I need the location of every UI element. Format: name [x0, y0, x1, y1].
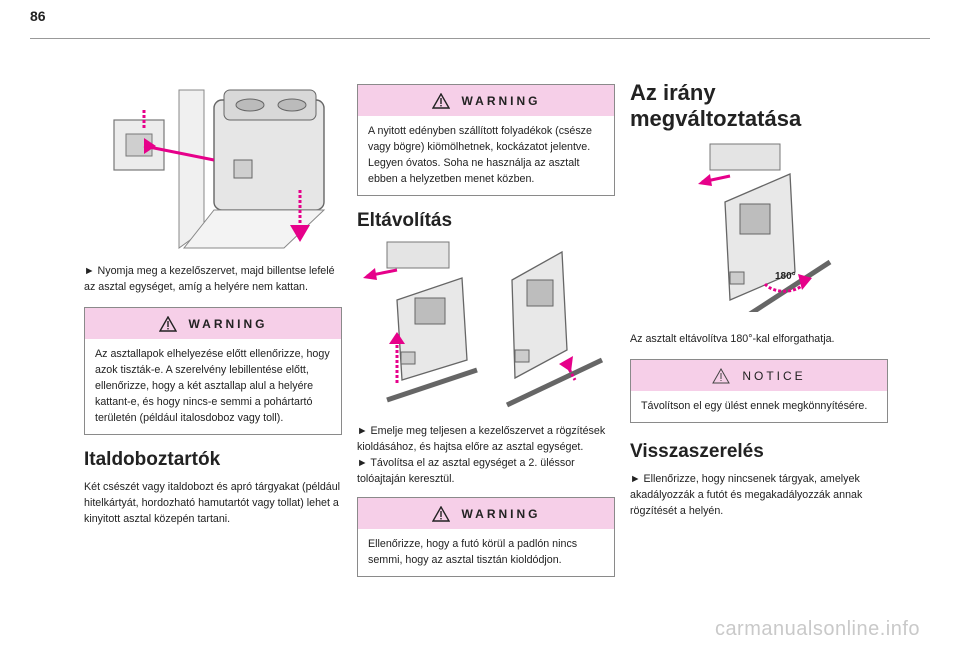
- page-number: 86: [30, 8, 46, 24]
- warning-icon: [431, 92, 450, 109]
- step-text: ► Ellenőrizze, hogy nincsenek tárgyak, a…: [630, 473, 863, 518]
- section-heading: Visszaszerelés: [630, 441, 764, 463]
- section-heading: Italdoboztartók: [84, 449, 221, 471]
- table-rotation-illustration: 180°: [698, 143, 832, 317]
- notice-text: Távolítson el egy ülést ennek megkönnyít…: [641, 400, 868, 413]
- watermark: carmanualsonline.info: [714, 618, 920, 640]
- notice-box: NOTICE Távolítson el egy ülést ennek meg…: [630, 359, 888, 424]
- section-heading: Az irány megváltoztatása: [630, 80, 802, 131]
- arrow-icon: [363, 268, 377, 281]
- caption-text: Az asztalt eltávolítva 180°-kal elforgat…: [630, 333, 835, 345]
- step-text: ► Távolítsa el az asztal egységet a 2. ü…: [357, 457, 575, 486]
- header-rule: [30, 38, 930, 39]
- table-removal-illustration: [363, 241, 604, 408]
- notice-title: NOTICE: [742, 368, 806, 383]
- warning-title: WARNING: [461, 506, 541, 521]
- warning-text: A nyitott edényben szállított folyadékok…: [368, 125, 592, 186]
- step-text: ► Emelje meg teljesen a kezelőszervet a …: [357, 425, 606, 454]
- warning-box: WARNING Az asztallapok elhelyezése előtt…: [84, 307, 342, 436]
- arrow-icon: [698, 174, 712, 186]
- step-text: ► Nyomja meg a kezelőszervet, majd bille…: [84, 265, 335, 294]
- warning-box: WARNING Ellenőrizze, hogy a futó körül a…: [357, 497, 615, 578]
- table-fold-illustration: [113, 89, 326, 249]
- column-2: WARNING A nyitott edényben szállított fo…: [357, 84, 615, 578]
- rotation-label: 180°: [775, 271, 796, 282]
- warning-icon: [431, 505, 450, 522]
- arrow-icon: [144, 138, 156, 154]
- warning-title: WARNING: [461, 93, 541, 108]
- warning-text: Az asztallapok elhelyezése előtt ellenőr…: [95, 348, 330, 425]
- column-1: ► Nyomja meg a kezelőszervet, majd bille…: [84, 80, 342, 527]
- section-heading: Eltávolítás: [357, 210, 453, 232]
- down-arrow-icon: [290, 225, 310, 242]
- warning-icon: [712, 367, 731, 384]
- section-text: Két csészét vagy italdobozt és apró tárg…: [84, 481, 341, 526]
- up-arrow-icon: [389, 332, 405, 345]
- warning-title: WARNING: [188, 316, 268, 331]
- warning-box: WARNING A nyitott edényben szállított fo…: [357, 84, 615, 197]
- warning-icon: [158, 315, 177, 332]
- rotate-arrow-icon: [798, 274, 812, 290]
- up-arrow-icon: [559, 356, 573, 373]
- warning-text: Ellenőrizze, hogy a futó körül a padlón …: [368, 538, 578, 567]
- column-3: Az irány megváltoztatása 180° Az asztalt…: [630, 80, 888, 519]
